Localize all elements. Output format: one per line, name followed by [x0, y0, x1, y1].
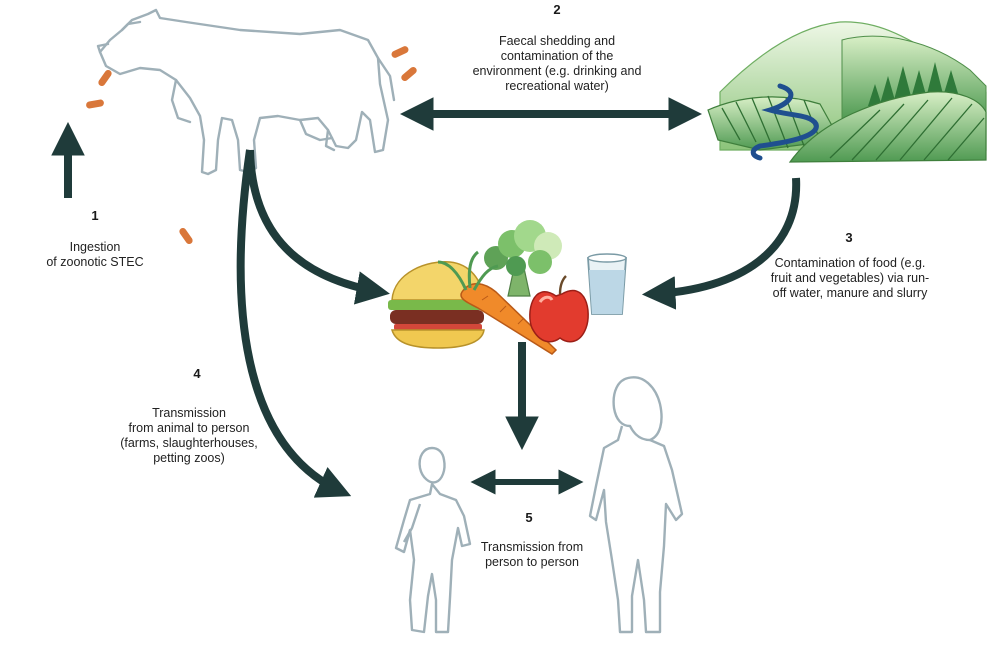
step-5-number: 5	[525, 510, 533, 525]
step-2-number: 2	[553, 2, 561, 17]
step-4-number: 4	[193, 366, 201, 381]
step-4-label: Transmission from animal to person (farm…	[120, 406, 258, 465]
step-5-label: Transmission from person to person	[480, 540, 584, 569]
food-icon	[388, 220, 627, 355]
arrow-food-contamination	[641, 177, 801, 310]
landscape-icon	[707, 21, 987, 163]
arrows	[51, 97, 801, 498]
arrow-animal-person	[236, 149, 352, 498]
child-icon	[394, 446, 472, 634]
step-2-label: Faecal shedding and contamination of the…	[472, 34, 642, 93]
woman-icon	[588, 376, 684, 634]
step-1-label: Ingestion of zoonotic STEC	[46, 240, 144, 269]
bacteria-icon	[86, 46, 417, 245]
step-1-number: 1	[91, 208, 99, 223]
step-3-number: 3	[845, 230, 853, 245]
arrow-cow-food	[246, 149, 390, 305]
cow-icon	[96, 8, 396, 176]
step-3-label: Contamination of food (e.g. fruit and ve…	[770, 256, 930, 300]
